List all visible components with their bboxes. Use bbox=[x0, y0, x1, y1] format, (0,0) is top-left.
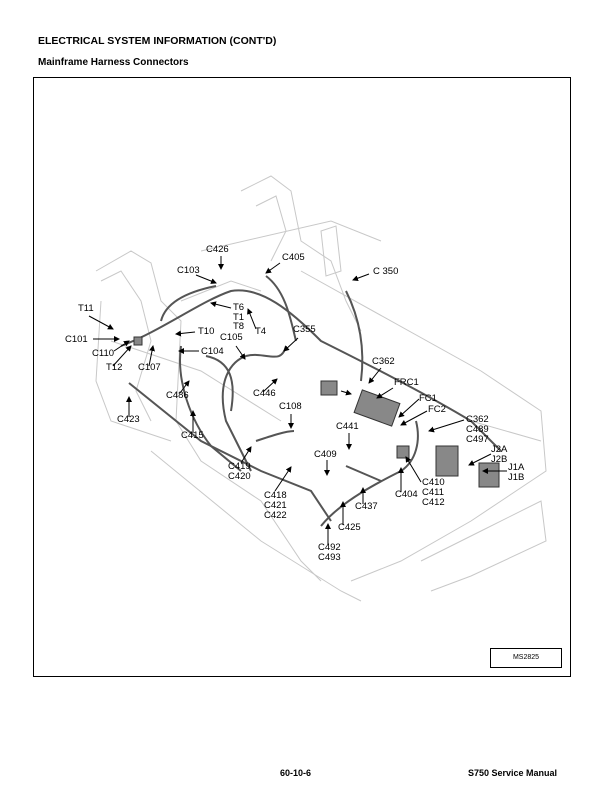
connector-label-c108: C108 bbox=[279, 401, 302, 412]
manual-title: S750 Service Manual bbox=[468, 768, 558, 778]
connector-label-t4: T4 bbox=[255, 326, 267, 337]
connector-label-c362b: C362 bbox=[466, 414, 489, 425]
connector-label-t6: T6 bbox=[233, 302, 245, 313]
figure-id-box: MS2825 bbox=[490, 648, 562, 668]
connector-label-c350: C 350 bbox=[373, 266, 399, 277]
figure-title: Mainframe Harness Connectors bbox=[38, 57, 189, 68]
connector-label-c486: C486 bbox=[166, 390, 189, 401]
connector-label-frc1: FRC1 bbox=[394, 377, 419, 388]
connector-label-t8: T8 bbox=[233, 321, 245, 332]
connector-label-c107: C107 bbox=[138, 362, 161, 373]
loader-frame-drawing bbox=[88, 175, 547, 602]
connector-label-c404: C404 bbox=[395, 489, 418, 500]
connector-label-c489: C489 bbox=[466, 424, 489, 435]
connector-label-c441: C441 bbox=[336, 421, 359, 432]
connector-label-c409: C409 bbox=[314, 449, 337, 460]
page-number: 60-10-6 bbox=[280, 768, 312, 778]
connector-label-c103: C103 bbox=[177, 265, 200, 276]
connector-label-c101: C101 bbox=[65, 334, 88, 345]
connector-label-c492: C492 bbox=[318, 542, 341, 553]
connector-label-c411: C411 bbox=[422, 487, 445, 498]
connector-label-fc1: FC1 bbox=[419, 393, 437, 404]
connector-label-t11: T11 bbox=[78, 303, 94, 314]
connector-label-c105: C105 bbox=[220, 332, 243, 343]
connector-label-c104: C104 bbox=[201, 346, 224, 357]
connector-label-c405: C405 bbox=[282, 252, 305, 263]
connector-label-c410: C410 bbox=[422, 477, 445, 488]
connector-label-t12: T12 bbox=[106, 362, 123, 373]
connector-label-c437: C437 bbox=[355, 501, 378, 512]
connector-label-c418: C418 bbox=[264, 490, 287, 501]
connector-label-c362a: C362 bbox=[372, 356, 395, 367]
connector-label-c422: C422 bbox=[264, 510, 287, 521]
connector-label-c426: C426 bbox=[206, 244, 229, 255]
connector-label-c493: C493 bbox=[318, 552, 341, 563]
connector-label-fc2: FC2 bbox=[428, 404, 446, 415]
connector-label-j2b: J2B bbox=[491, 454, 508, 465]
connector-label-c415: C415 bbox=[181, 430, 204, 441]
connector-label-t10: T10 bbox=[198, 326, 215, 337]
connector-label-c420: C420 bbox=[228, 471, 251, 482]
connector-label-c412: C412 bbox=[422, 497, 445, 508]
connector-label-c446: C446 bbox=[253, 388, 276, 399]
connector-label-c110: C110 bbox=[92, 348, 115, 359]
connector-label-c497: C497 bbox=[466, 434, 489, 445]
connector-label-c419: C419 bbox=[228, 461, 251, 472]
connector-label-c355: C355 bbox=[293, 324, 316, 335]
connector-label-j2a: J2A bbox=[491, 444, 508, 455]
connector-label-c425: C425 bbox=[338, 522, 361, 533]
connector-label-t1: T1 bbox=[233, 312, 245, 323]
section-title: ELECTRICAL SYSTEM INFORMATION (CONT'D) bbox=[38, 35, 277, 47]
connector-label-c421: C421 bbox=[264, 500, 287, 511]
connector-label-j1a: J1A bbox=[508, 462, 525, 473]
connector-label-j1b: J1B bbox=[508, 472, 525, 483]
connector-label-c423: C423 bbox=[117, 414, 140, 425]
